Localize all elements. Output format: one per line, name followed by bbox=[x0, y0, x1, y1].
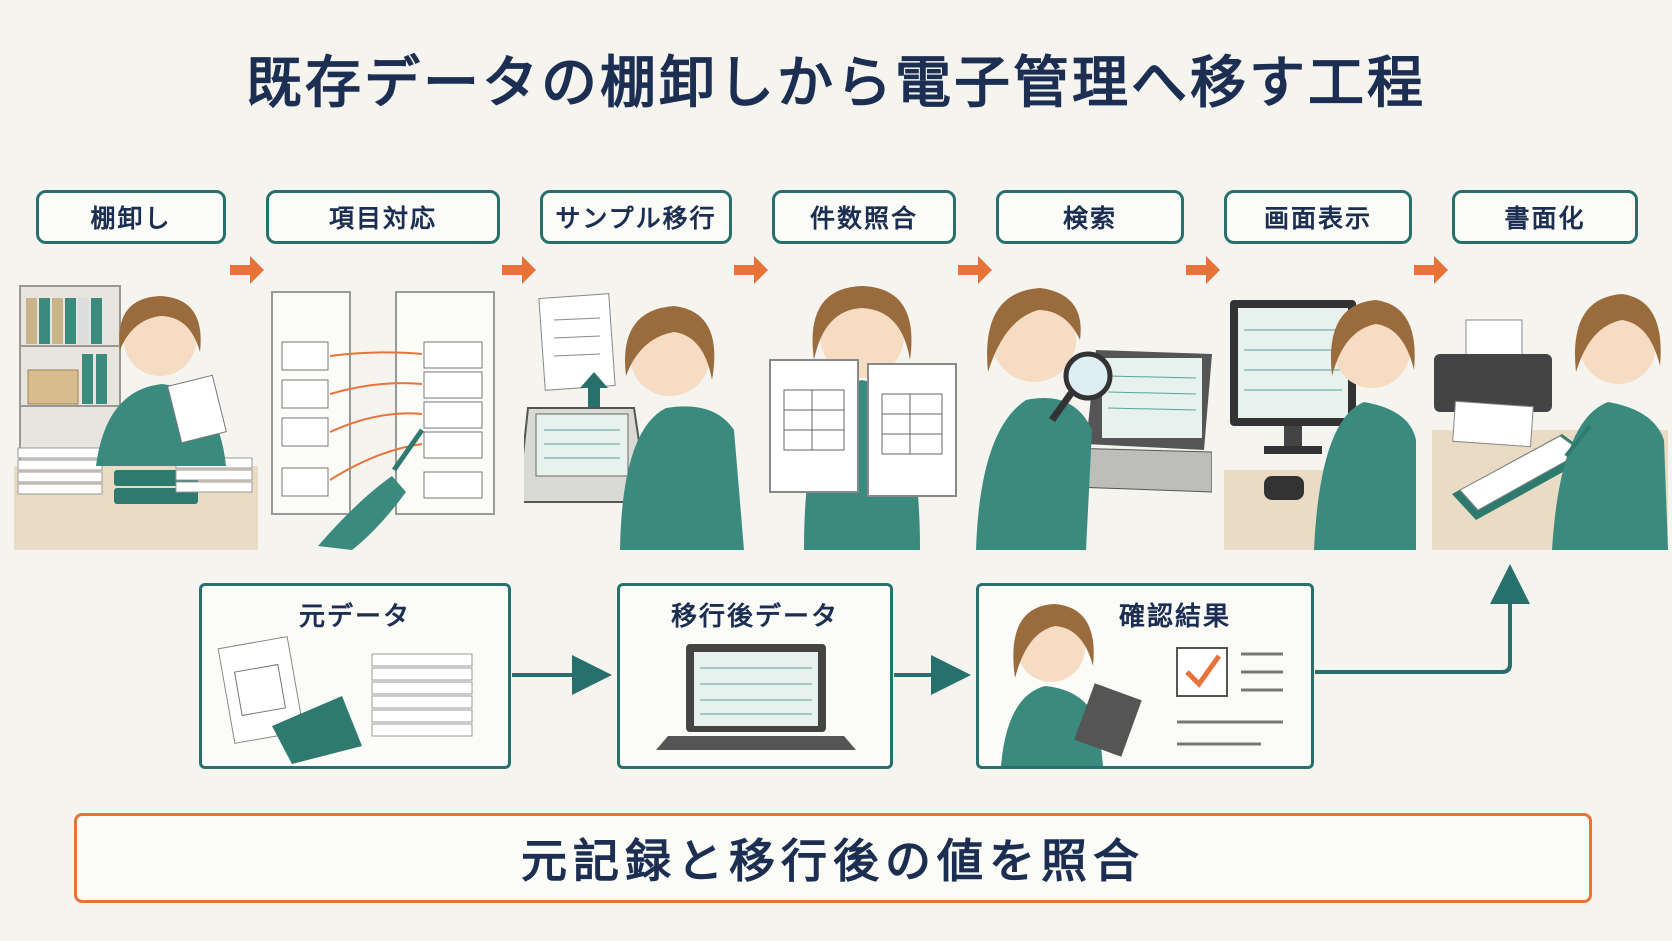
verification-illustration bbox=[1001, 604, 1283, 766]
step-label-count-check: 件数照合 bbox=[772, 190, 956, 244]
arrow-icon bbox=[1315, 564, 1530, 674]
source-data-title: 元データ bbox=[298, 602, 411, 632]
step-label-display: 画面表示 bbox=[1224, 190, 1412, 244]
source-data-box: 元データ bbox=[199, 583, 511, 769]
field-mapping-illustration bbox=[271, 291, 495, 550]
verification-result-box: 確認結果 bbox=[976, 583, 1314, 769]
source-data-illustration bbox=[217, 636, 473, 764]
print-illustration bbox=[1432, 294, 1668, 550]
verification-result-title: 確認結果 bbox=[1119, 602, 1232, 632]
count-check-illustration bbox=[769, 286, 957, 550]
search-illustration bbox=[976, 288, 1212, 550]
step-label-field-mapping: 項目対応 bbox=[266, 190, 500, 244]
step-label-sample-migration: サンプル移行 bbox=[540, 190, 732, 244]
summary-banner: 元記録と移行後の値を照合 bbox=[74, 813, 1592, 903]
display-illustration bbox=[1224, 300, 1416, 550]
step-label-inventory: 棚卸し bbox=[36, 190, 226, 244]
migrated-data-title: 移行後データ bbox=[670, 602, 839, 632]
inventory-illustration bbox=[14, 285, 258, 550]
page-title: 既存データの棚卸しから電子管理へ移す工程 bbox=[246, 51, 1426, 116]
step-label-search: 検索 bbox=[996, 190, 1184, 244]
step-label-print: 書面化 bbox=[1452, 190, 1638, 244]
migrated-data-laptop-illustration bbox=[656, 644, 856, 750]
sample-migration-illustration bbox=[524, 293, 744, 550]
migrated-data-box: 移行後データ bbox=[617, 583, 893, 769]
